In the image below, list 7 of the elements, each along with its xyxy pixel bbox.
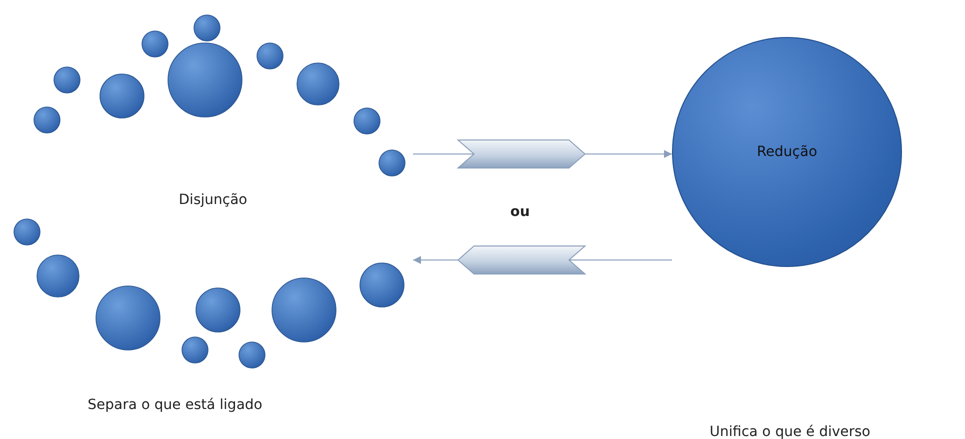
node-label: Disjunção [178,192,248,208]
connector-word: ou [510,204,530,220]
caption-text: Unifica o que é diverso [710,424,870,439]
caption-text: Separa o que está ligado [88,397,262,413]
chevron-arrow [412,246,672,274]
chevron-arrow [412,140,672,168]
node-label: Redução [756,144,818,160]
